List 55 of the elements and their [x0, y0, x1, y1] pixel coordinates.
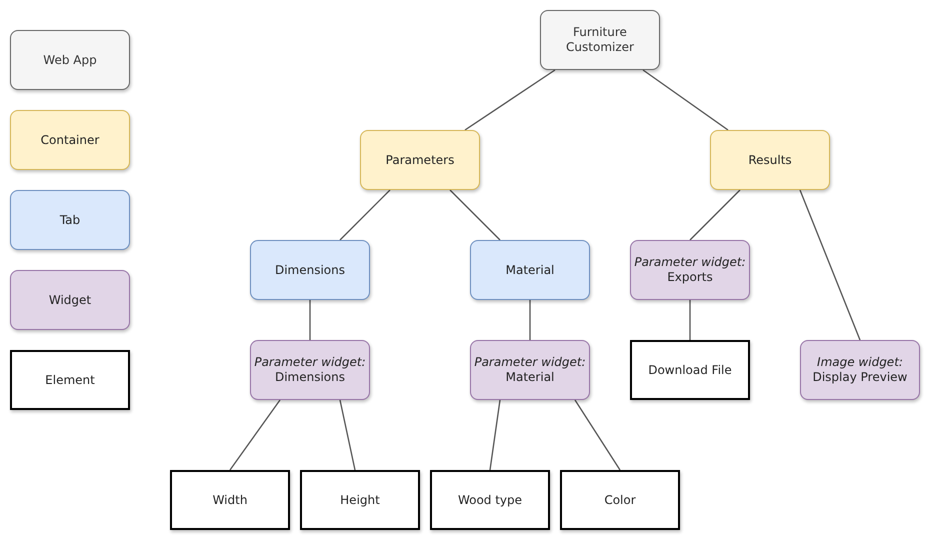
widget-box	[10, 270, 130, 330]
element-box	[560, 470, 680, 530]
node-label: Parameters	[386, 152, 454, 168]
node-label: Furniture Customizer	[565, 25, 635, 55]
node-label: Element	[45, 372, 95, 388]
tab-box	[470, 240, 590, 300]
node-label: Display Preview	[812, 370, 908, 385]
node-label: Exports	[667, 270, 713, 285]
app-box	[540, 10, 660, 70]
node-label: Tab	[60, 212, 80, 228]
node-label: Material	[506, 370, 554, 385]
widget-type-label: Parameter widget:	[634, 255, 746, 270]
connector-line	[309, 300, 311, 340]
connector-line	[642, 69, 728, 131]
element-box	[630, 340, 750, 400]
connector-line	[690, 190, 740, 240]
widget-box	[470, 340, 590, 400]
node-label: Material	[506, 262, 554, 278]
connector-line	[339, 400, 356, 470]
node-label: Download File	[648, 362, 732, 378]
container-box	[10, 110, 130, 170]
widget-box	[250, 340, 370, 400]
node-label: Results	[748, 152, 792, 168]
connector-line	[574, 400, 621, 470]
node-label: Color	[604, 492, 636, 508]
element-box	[430, 470, 550, 530]
container-box	[360, 130, 480, 190]
connector-line	[799, 190, 861, 340]
element-box	[170, 470, 290, 530]
connector-line	[450, 190, 500, 240]
widget-type-label: Parameter widget:	[254, 355, 366, 370]
app-box	[10, 30, 130, 90]
node-label: Dimensions	[274, 262, 346, 278]
connector-line	[689, 300, 691, 340]
widget-type-label: Image widget:	[817, 355, 903, 370]
node-label: Web App	[43, 52, 97, 68]
connector-line	[229, 400, 281, 470]
node-label: Width	[212, 492, 248, 508]
node-label: Container	[40, 132, 100, 148]
container-box	[710, 130, 830, 190]
element-box	[10, 350, 130, 410]
node-label: Wood type	[458, 492, 522, 508]
connector-line	[340, 190, 390, 240]
widget-box	[630, 240, 750, 300]
node-label: Widget	[48, 292, 92, 308]
connector-line	[464, 69, 556, 131]
tab-box	[250, 240, 370, 300]
node-label: Dimensions	[274, 370, 346, 385]
connector-line	[489, 400, 501, 470]
node-label: Height	[340, 492, 380, 508]
connector-line	[529, 300, 531, 340]
widget-box	[800, 340, 920, 400]
tab-box	[10, 190, 130, 250]
element-box	[300, 470, 420, 530]
widget-type-label: Parameter widget:	[474, 355, 586, 370]
